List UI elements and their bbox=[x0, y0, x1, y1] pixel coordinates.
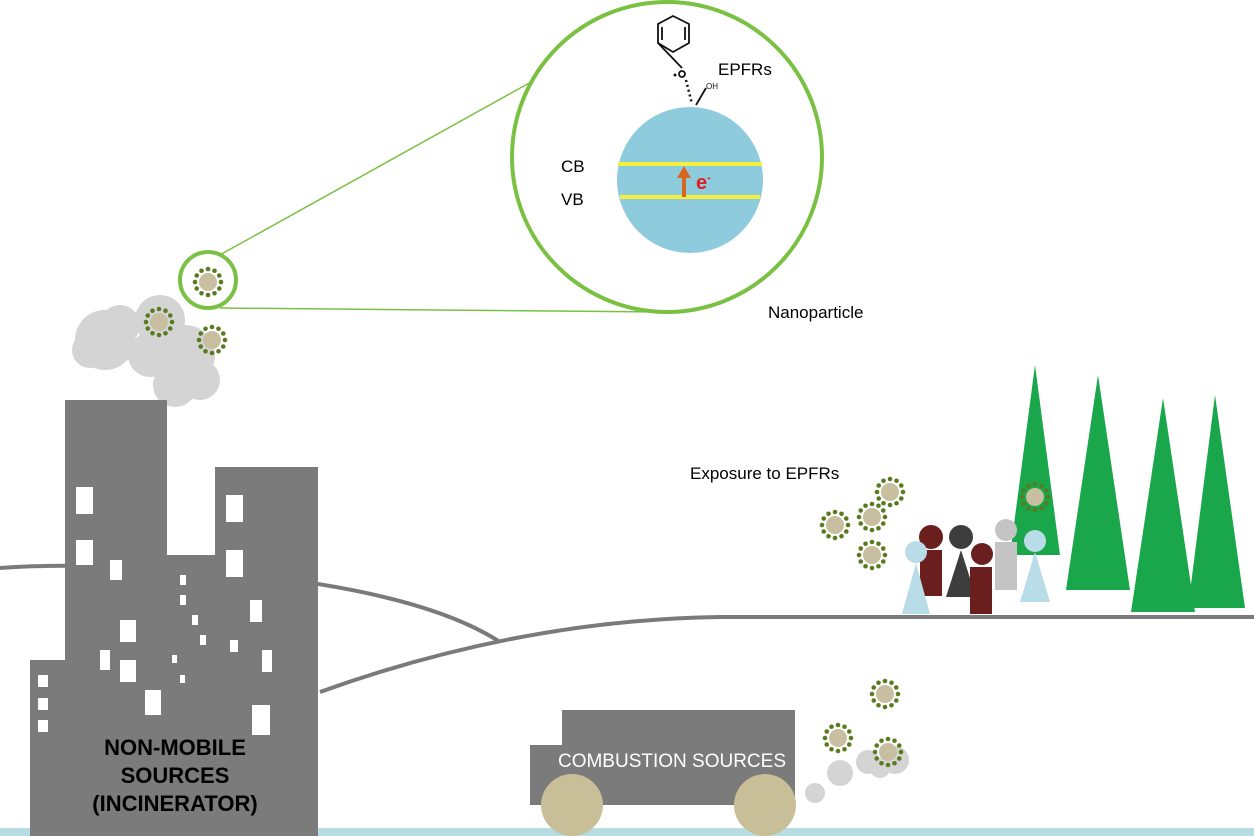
epfr-particles bbox=[143, 266, 1051, 768]
smoke-cloud bbox=[72, 295, 220, 407]
electron-label: e- bbox=[696, 172, 711, 194]
building-windows bbox=[38, 487, 272, 735]
exposure-label: Exposure to EPFRs bbox=[690, 464, 839, 483]
people-group bbox=[902, 519, 1050, 614]
epfr-particle-icon bbox=[869, 678, 901, 710]
non-mobile-label-line1: NON-MOBILE bbox=[104, 735, 246, 760]
epfr-particle-icon bbox=[874, 476, 906, 508]
ground-strip bbox=[0, 828, 1254, 836]
epfr-particle-icon bbox=[856, 539, 888, 571]
non-mobile-label-line2: SOURCES bbox=[121, 763, 230, 788]
epfr-particle-icon bbox=[143, 306, 175, 338]
epfr-particle-icon bbox=[872, 736, 904, 768]
epfr-particle-icon bbox=[856, 501, 888, 533]
vb-label: VB bbox=[561, 190, 584, 209]
truck-wheel bbox=[734, 774, 796, 836]
epfrs-label: EPFRs bbox=[718, 60, 772, 79]
radical-dot bbox=[673, 73, 677, 77]
nanoparticle-sphere bbox=[617, 107, 763, 253]
truck-wheel bbox=[541, 774, 603, 836]
trees bbox=[1010, 365, 1245, 612]
non-mobile-label-line3: (INCINERATOR) bbox=[92, 791, 257, 816]
epfr-particle-icon bbox=[196, 324, 228, 356]
oh-label: OH bbox=[706, 82, 718, 91]
epfr-particle-icon bbox=[819, 509, 851, 541]
epfr-particle-icon bbox=[822, 722, 854, 754]
cb-label: CB bbox=[561, 157, 585, 176]
nanoparticle-label: Nanoparticle bbox=[768, 303, 863, 322]
combustion-label: COMBUSTION SOURCES bbox=[558, 751, 786, 772]
epfr-particle-icon bbox=[1019, 481, 1051, 513]
electron-arrow-icon bbox=[677, 166, 691, 197]
phenoxyl-molecule-icon bbox=[657, 14, 707, 106]
epfr-particle-icon bbox=[192, 266, 224, 298]
